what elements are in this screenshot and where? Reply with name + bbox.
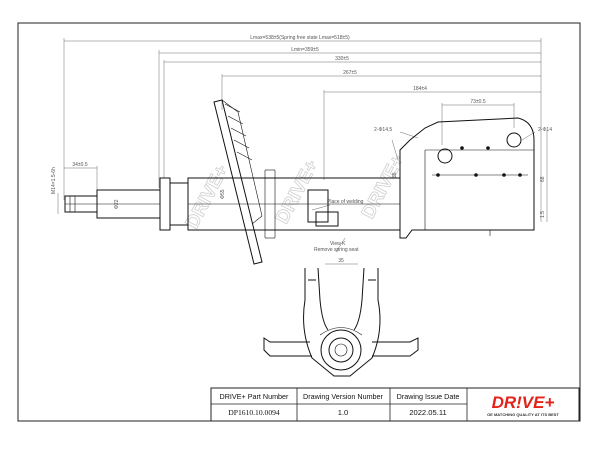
value-part-number: DP1610.10.0094 bbox=[228, 408, 280, 417]
title-block: DRIVE+ Part Number Drawing Version Numbe… bbox=[210, 387, 580, 422]
dimension-labels: Lmax=538±5(Spring free state Lmax=518±5)… bbox=[51, 35, 552, 264]
dim-hole-top-label: 2-Φ14.5 bbox=[374, 127, 392, 133]
dim-34-label: 34±0.5 bbox=[72, 162, 87, 168]
header-part-number: DRIVE+ Part Number bbox=[220, 392, 290, 401]
logo-brand-text: DR!VE+ bbox=[492, 393, 555, 412]
watermark-text-3: DRIVE+ bbox=[358, 151, 409, 222]
dim-330-label: 330±5 bbox=[335, 56, 349, 62]
header-version: Drawing Version Number bbox=[303, 392, 384, 401]
dim-thread-label: M14×1.5-6h bbox=[51, 167, 57, 194]
dim-267-label: 267±5 bbox=[343, 70, 357, 76]
dim-68-label: 68 bbox=[540, 176, 546, 182]
dim-73-label: 73±0.5 bbox=[470, 99, 485, 105]
dim-1-5-label: 1.5 bbox=[540, 211, 546, 218]
dim-hole-right-label: 2-Φ14 bbox=[538, 127, 552, 133]
watermark-group: DRIVE+ DRIVE+ DRIVE+ bbox=[181, 151, 409, 233]
dim-lmax-label: Lmax=538±5(Spring free state Lmax=518±5) bbox=[250, 35, 350, 41]
view-note-2: Remove spring seat bbox=[314, 247, 359, 253]
bracket-view-k bbox=[263, 263, 419, 377]
welding-note: Place of welding bbox=[327, 199, 364, 205]
dim-35-label: 35 bbox=[338, 258, 344, 264]
header-issue-date: Drawing Issue Date bbox=[397, 392, 460, 401]
value-issue-date: 2022.05.11 bbox=[409, 408, 446, 417]
dim-39-label: 39 bbox=[392, 172, 398, 178]
view-note-1: View K bbox=[330, 241, 346, 247]
shock-absorber-side-view bbox=[64, 99, 535, 265]
drawing-frame bbox=[17, 22, 581, 422]
watermark-text-2: DRIVE+ bbox=[272, 156, 323, 227]
drive-plus-logo: DR!VE+ OE MATCHING QUALITY AT ITS BEST bbox=[487, 393, 559, 417]
value-version: 1.0 bbox=[338, 408, 349, 417]
logo-tagline: OE MATCHING QUALITY AT ITS BEST bbox=[487, 412, 559, 417]
dim-184-label: 184±4 bbox=[413, 86, 427, 92]
dim-lmin-label: Lmin=359±5 bbox=[291, 47, 319, 53]
dim-body-dia-label: Φ55 bbox=[220, 189, 226, 199]
dimension-lines bbox=[57, 38, 548, 253]
